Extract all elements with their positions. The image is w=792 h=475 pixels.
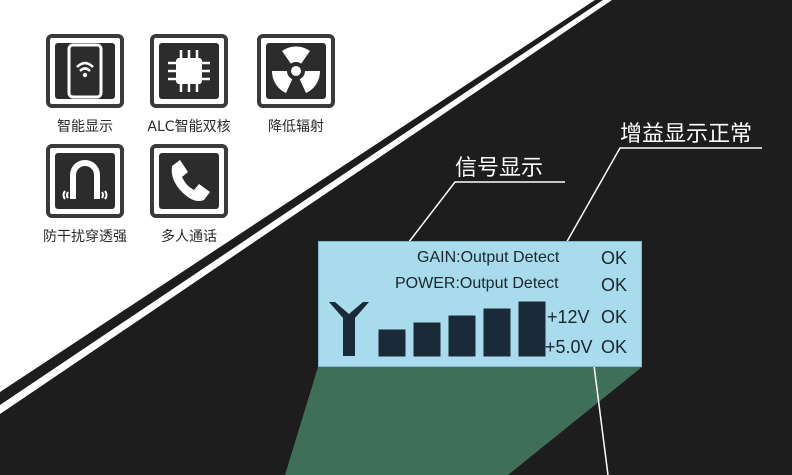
feature-tile: [257, 34, 335, 108]
signal-callout-text: 信号显示: [455, 156, 544, 181]
signal-bars: [378, 301, 546, 357]
feature-label: 降低辐射: [268, 119, 324, 135]
signal-bar: [413, 322, 441, 357]
phone-icon: [171, 160, 210, 201]
feature-alc-dual-core: ALC智能双核: [134, 34, 244, 136]
lcd-5v-label: +5.0V: [545, 337, 593, 357]
feature-tile: [46, 34, 124, 108]
lcd-gain-status: OK: [601, 248, 628, 268]
feature-tile: [46, 144, 124, 218]
feature-smart-display: 智能显示: [30, 34, 140, 136]
feature-label: ALC智能双核: [147, 119, 231, 135]
feature-label: 多人通话: [161, 229, 217, 245]
feature-label: 智能显示: [57, 119, 113, 135]
feature-low-radiation: 降低辐射: [241, 34, 351, 136]
lcd-display: GAIN:Output Detect OK POWER:Output Detec…: [318, 241, 642, 367]
antenna-icon: [329, 302, 369, 356]
lcd-12v-label: +12V: [547, 307, 590, 327]
lcd-12v-status: OK: [601, 307, 628, 327]
feature-anti-interference: 防干扰穿透强: [30, 144, 140, 246]
feature-tile: [150, 144, 228, 218]
signal-bar: [483, 308, 511, 357]
lcd-5v-status: OK: [601, 337, 628, 357]
feature-tile: [150, 34, 228, 108]
magnet-icon: [62, 160, 108, 200]
feature-label: 防干扰穿透强: [43, 229, 127, 245]
signal-meter: [329, 301, 546, 357]
radiation-icon: [271, 46, 321, 93]
lcd-power-label: POWER:Output Detect: [395, 275, 559, 292]
feature-multi-call: 多人通话: [134, 144, 244, 246]
chip-icon: [168, 50, 210, 92]
gain-callout-text: 增益显示正常: [620, 122, 753, 147]
signal-bar: [448, 315, 476, 357]
signal-bar: [378, 329, 406, 357]
wifi-phone-icon: [67, 43, 103, 99]
lcd-gain-label: GAIN:Output Detect: [417, 249, 560, 266]
signal-bar: [518, 301, 546, 357]
lcd-power-status: OK: [601, 275, 628, 295]
